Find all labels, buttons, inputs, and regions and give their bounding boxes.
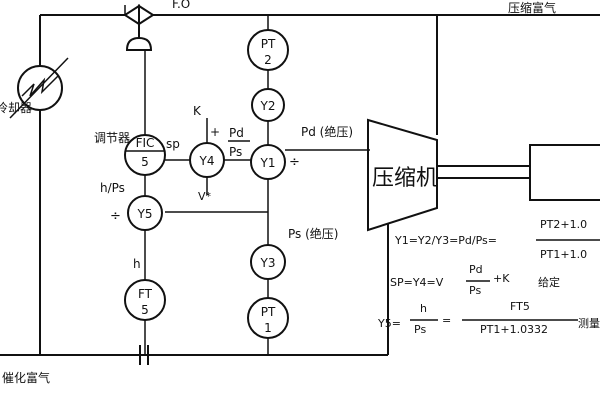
y3-label: Y3 — [260, 256, 276, 270]
flow-orifice-icon — [139, 345, 149, 365]
valve-label: F.O — [172, 0, 190, 11]
pd-fraction-num: Pd — [229, 126, 244, 140]
eq2-num: Pd — [469, 263, 483, 276]
catalytic-gas-label: 催化富气 — [2, 370, 50, 385]
compressed-gas-label: 压缩富气 — [508, 0, 556, 15]
equation-3: Y5= h Ps = FT5 PT1+1.0332 测量 — [377, 300, 600, 336]
k-label: K — [193, 104, 202, 118]
ft5-transmitter: FT 5 — [124, 279, 166, 321]
compressor-body — [367, 118, 438, 232]
plus-label: + — [210, 125, 220, 139]
y5-relay: Y5 — [127, 195, 163, 231]
pt1-transmitter: PT 1 — [247, 297, 289, 339]
regulator-label: 调节器 — [94, 131, 130, 145]
cooler-label: 冷却器 — [0, 101, 32, 115]
eq1-den: PT1+1.0 — [540, 248, 587, 261]
eq3-ps: Ps — [414, 323, 426, 336]
y3-relay: Y3 — [250, 244, 286, 280]
fic-number: 5 — [141, 155, 149, 169]
y4-relay: Y4 — [189, 142, 225, 178]
y2-label: Y2 — [260, 99, 276, 113]
y1-relay: Y1 — [250, 144, 286, 180]
pt2-label: PT — [261, 37, 276, 51]
eq2-left: SP=Y4=V — [390, 276, 444, 289]
fic-label: FIC — [136, 136, 155, 150]
eq3-den: PT1+1.0332 — [480, 323, 548, 336]
y4-label: Y4 — [199, 154, 215, 168]
eq3-h: h — [420, 302, 427, 315]
h-label: h — [133, 257, 141, 271]
eq2-right: +K — [493, 272, 510, 285]
eq3-num: FT5 — [510, 300, 530, 313]
cooler-icon — [9, 57, 69, 119]
eq1-num: PT2+1.0 — [540, 218, 587, 231]
ft5-label: FT — [138, 287, 153, 301]
ft5-number: 5 — [141, 303, 149, 317]
pd-fraction-den: Ps — [229, 145, 242, 159]
y5-label: Y5 — [137, 207, 153, 221]
equation-2: SP=Y4=V Pd Ps +K 给定 — [390, 263, 560, 297]
eq1-left: Y1=Y2/Y3=Pd/Ps= — [394, 234, 497, 247]
eq3-left: Y5= — [377, 317, 401, 330]
v-star-label: V* — [198, 190, 212, 203]
pt1-label: PT — [261, 305, 276, 319]
y1-label: Y1 — [260, 156, 276, 170]
sp-label: sp — [166, 137, 180, 151]
pt2-transmitter: PT 2 — [247, 29, 289, 71]
y1-divide-sign: ÷ — [289, 155, 300, 170]
eq2-note: 给定 — [538, 275, 560, 289]
y5-divide-sign: ÷ — [110, 209, 121, 224]
eq3-note: 测量 — [578, 317, 600, 330]
pd-abs-label: Pd (绝压) — [301, 124, 353, 139]
ps-abs-label: Ps (绝压) — [288, 226, 338, 241]
control-valve-icon — [123, 4, 155, 51]
motor-box — [529, 144, 600, 201]
compressor-label: 压缩机 — [372, 166, 438, 191]
h-ps-label: h/Ps — [100, 181, 125, 195]
pt1-number: 1 — [264, 321, 272, 335]
pt2-number: 2 — [264, 53, 272, 67]
fic5-controller: FIC 5 — [124, 134, 166, 176]
eq3-eq: = — [442, 314, 451, 327]
y2-relay: Y2 — [251, 88, 285, 122]
eq2-den: Ps — [469, 284, 481, 297]
equation-1: Y1=Y2/Y3=Pd/Ps= PT2+1.0 PT1+1.0 — [394, 218, 600, 261]
